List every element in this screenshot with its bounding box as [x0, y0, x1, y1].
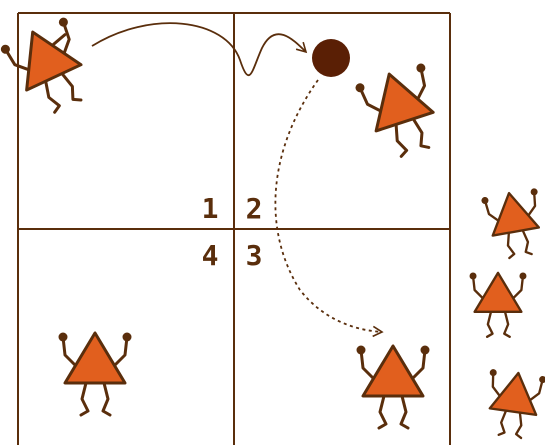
quadrant-label-2: 2	[246, 192, 263, 225]
receiver-player	[352, 60, 451, 165]
quadrant-label-1: 1	[202, 192, 219, 225]
player-quadrant-3	[355, 344, 431, 430]
court-lines	[17, 12, 451, 445]
server-player	[0, 14, 102, 124]
player-quadrant-4	[57, 331, 133, 417]
waiting-player-1	[479, 186, 545, 263]
ball	[312, 39, 350, 77]
quadrant-label-4: 4	[202, 239, 219, 272]
waiting-player-3	[480, 367, 545, 442]
serve-pass-arrow	[91, 22, 308, 77]
waiting-player-2	[468, 271, 528, 338]
quadrant-label-3: 3	[246, 239, 263, 272]
ball-trajectory-arrow	[274, 79, 384, 338]
